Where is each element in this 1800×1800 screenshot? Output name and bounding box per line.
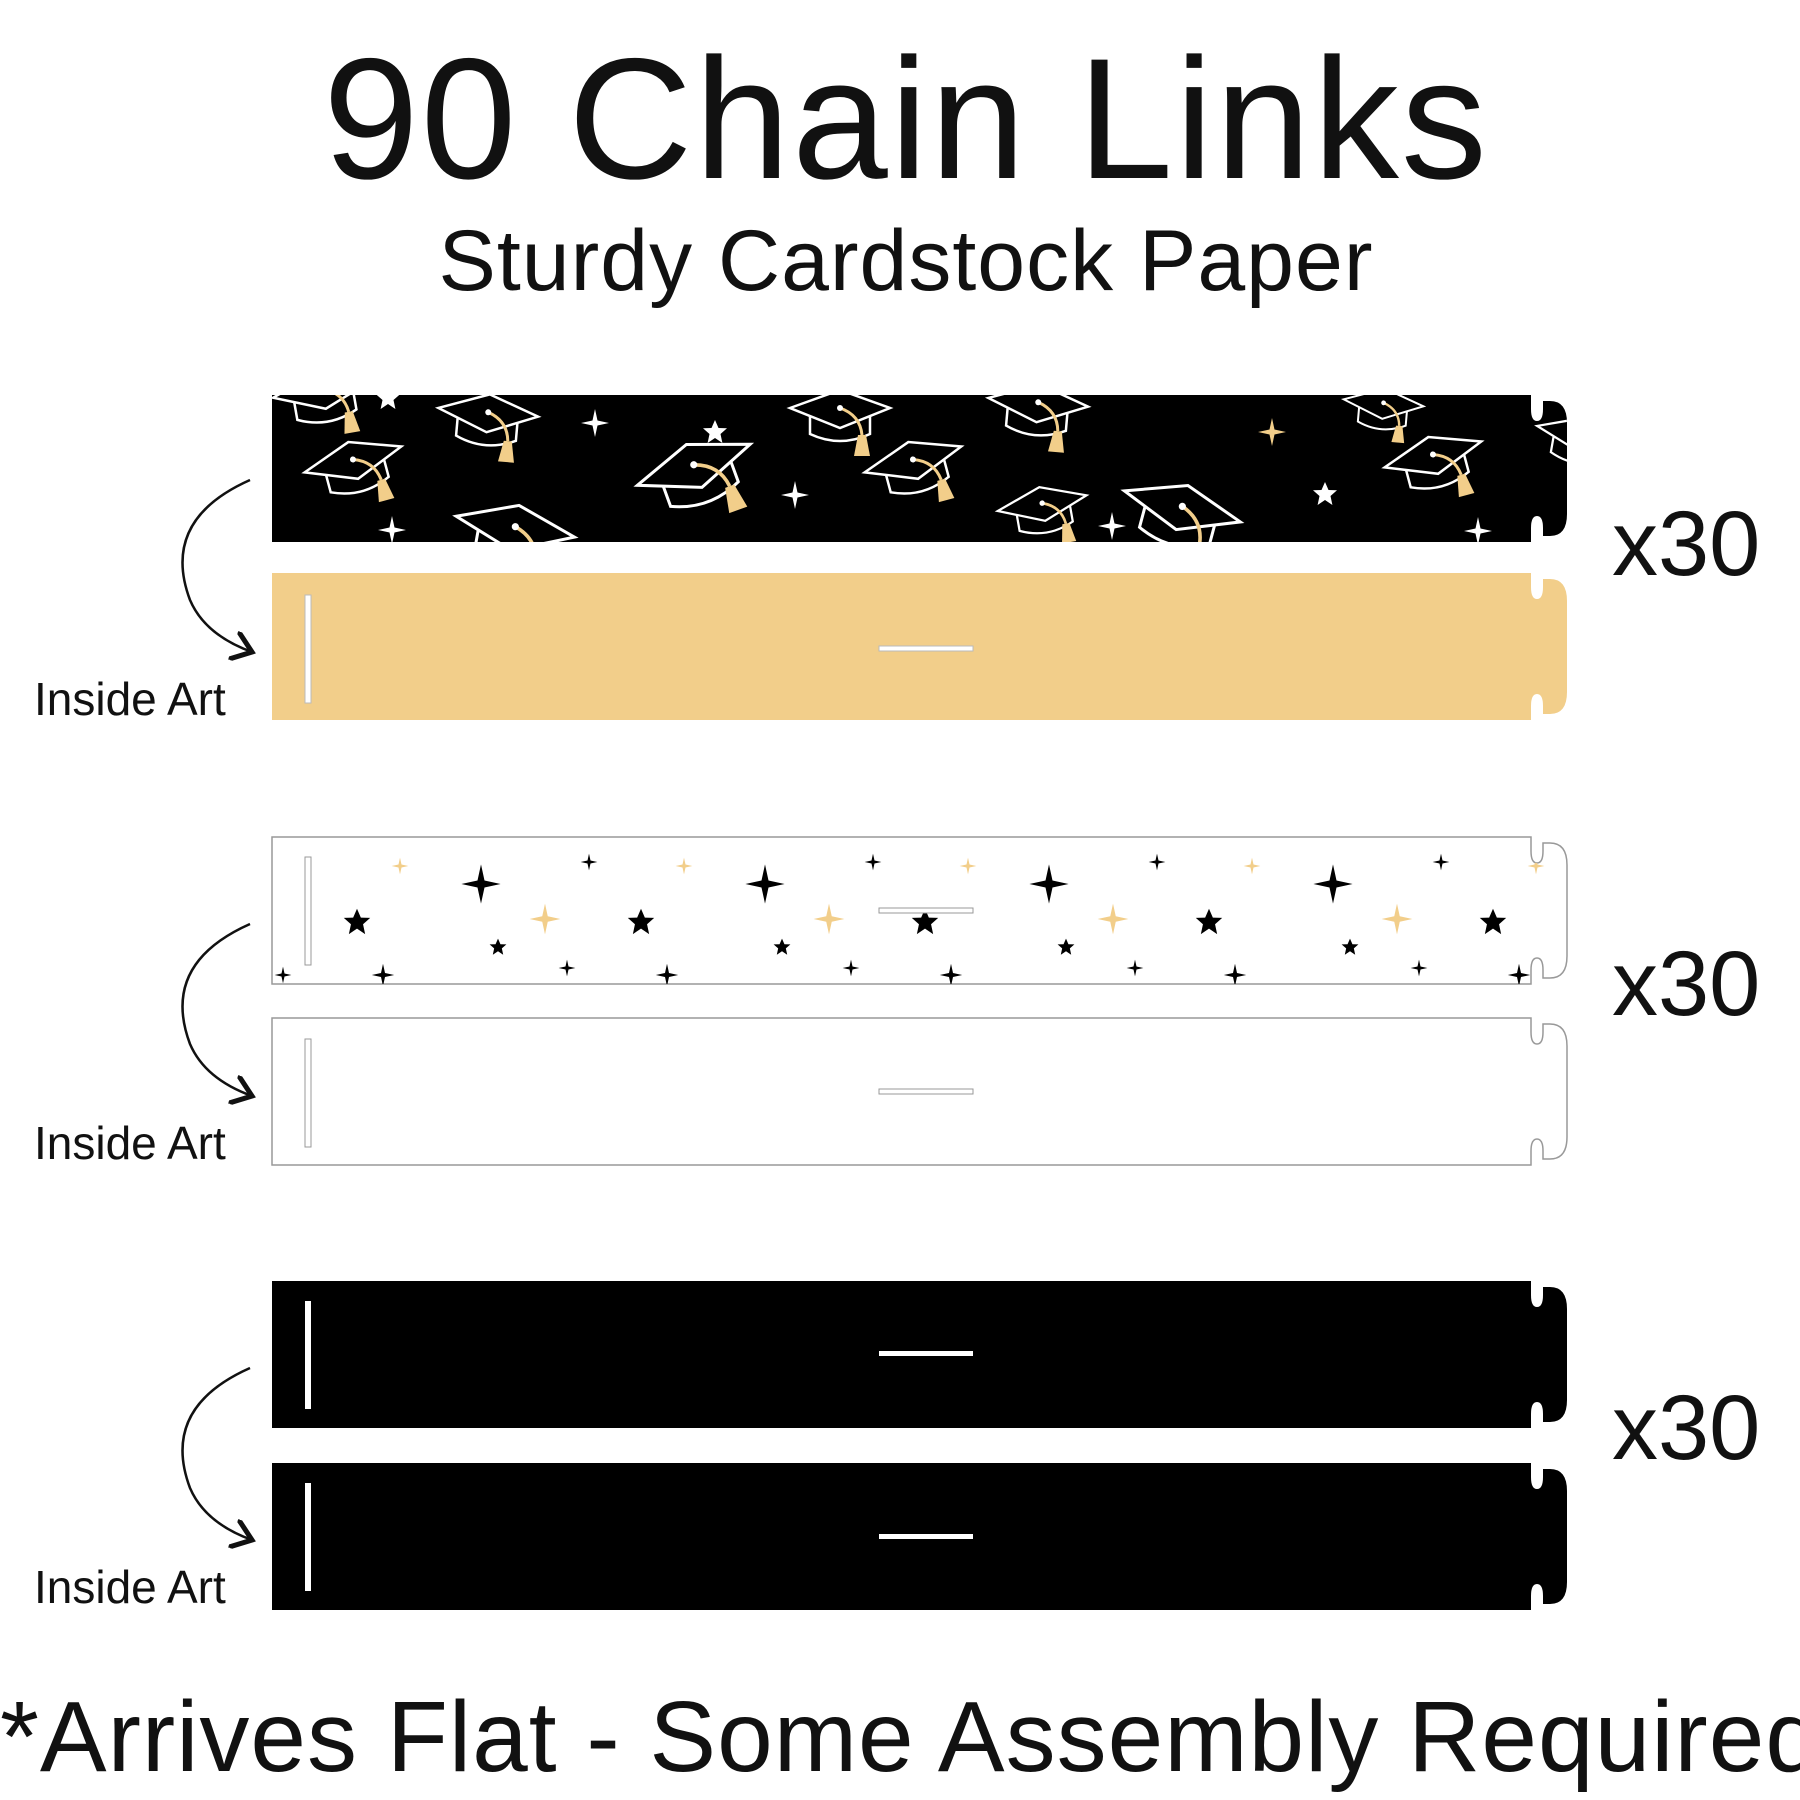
curved-arrow-icon [181, 1366, 253, 1540]
page-subtitle: Sturdy Cardstock Paper [438, 213, 1374, 309]
strip-black-outside [272, 1281, 1567, 1428]
quantity-label: x30 [1612, 493, 1761, 595]
sparkle-icon [1597, 864, 1636, 903]
strip-graduation-caps-outside [272, 395, 1567, 542]
quantity-label: x30 [1612, 1377, 1761, 1479]
inside-art-label: Inside Art [34, 673, 226, 725]
inside-art-label: Inside Art [34, 1561, 226, 1613]
curved-arrow-icon [181, 922, 253, 1096]
curved-arrow-icon [181, 478, 253, 652]
inside-art-label: Inside Art [34, 1117, 226, 1169]
assembly-note: *Arrives Flat - Some Assembly Required [0, 1681, 1800, 1793]
strip-graduation-caps-inside [272, 573, 1567, 720]
strip-stars-inside [271, 1017, 1568, 1166]
sparkle-icon [1666, 904, 1697, 935]
page-title: 90 Chain Links [323, 23, 1489, 215]
sparkle-icon [1717, 854, 1734, 871]
quantity-label: x30 [1612, 933, 1761, 1035]
strip-stars-outside [271, 836, 1734, 985]
strip-black-inside [272, 1463, 1567, 1610]
